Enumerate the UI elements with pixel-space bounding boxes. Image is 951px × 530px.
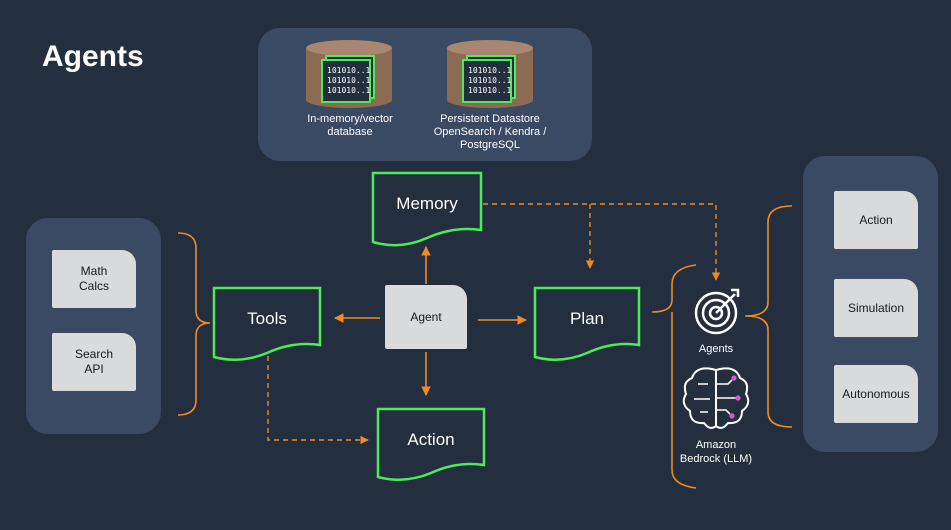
- db1-label: In-memory/vector database: [307, 113, 393, 138]
- memory-node-shape: [371, 171, 483, 247]
- bedrock-service-label: Amazon Bedrock (LLM): [679, 439, 753, 465]
- plan-node-shape: [533, 286, 641, 361]
- mode-autonomous-box: Autonomous: [834, 365, 918, 423]
- search-api-label: Search API: [74, 347, 114, 376]
- mode-action-box: Action: [834, 191, 918, 249]
- db2-bits-line: 101010..1: [468, 86, 512, 95]
- mode-simulation-label: Simulation: [847, 300, 905, 315]
- agents-service-label: Agents: [698, 343, 734, 355]
- db2-bits-line: 101010..1: [468, 76, 512, 85]
- database-icon: [306, 40, 392, 108]
- db2-bits: 101010..1 101010..1 101010..1: [468, 66, 511, 96]
- math-calcs-label: Math Calcs: [78, 264, 109, 293]
- page-title: Agents: [42, 40, 144, 73]
- mode-action-label: Action: [859, 212, 893, 227]
- db1-bits-line: 101010..1: [327, 86, 371, 95]
- brain-icon: [682, 367, 750, 429]
- database-icon: [447, 40, 533, 108]
- mode-autonomous-label: Autonomous: [842, 386, 910, 401]
- action-node-shape: [376, 407, 486, 481]
- db1-bits: 101010..1 101010..1 101010..1: [327, 66, 370, 96]
- agent-box: Agent: [385, 285, 467, 349]
- mode-simulation-box: Simulation: [834, 279, 918, 337]
- plan-node-label: Plan: [569, 309, 605, 328]
- tools-node-label: Tools: [247, 309, 287, 328]
- agent-label: Agent: [410, 309, 442, 324]
- memory-node-label: Memory: [396, 194, 458, 213]
- action-node-label: Action: [407, 430, 455, 449]
- db1-bits-line: 101010..1: [327, 66, 371, 75]
- math-calcs-box: Math Calcs: [52, 250, 136, 308]
- db1-bits-line: 101010..1: [327, 76, 371, 85]
- target-icon: [694, 288, 740, 335]
- db2-label: Persistent Datastore OpenSearch / Kendra…: [433, 113, 547, 151]
- tools-node-shape: [212, 286, 322, 361]
- search-api-box: Search API: [52, 333, 136, 391]
- db2-bits-line: 101010..1: [468, 66, 512, 75]
